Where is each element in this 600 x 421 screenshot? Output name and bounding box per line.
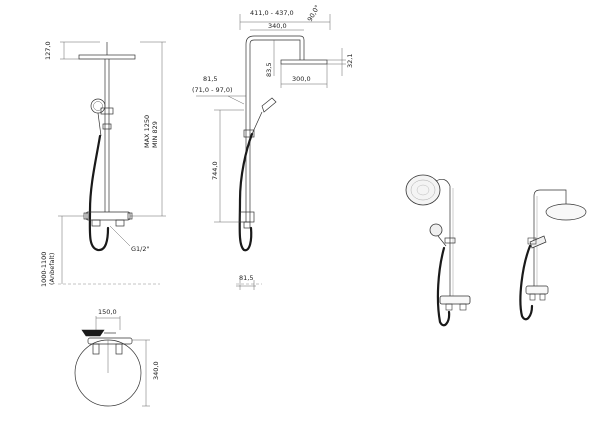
perspective-side-riser [533, 189, 567, 290]
side-holder [243, 129, 255, 138]
dim-offset-range: (71,0 - 97,0) [192, 86, 233, 94]
top-view-mixer [87, 337, 133, 345]
shower-hose [88, 134, 110, 252]
dim-angle: 90,0° [306, 4, 322, 23]
slide-bracket [102, 123, 112, 130]
dim-mixer-to-holder: 744,0 [211, 161, 219, 180]
side-hand-shower-head [261, 97, 277, 113]
side-hand-handle [251, 111, 263, 135]
side-mixer [239, 211, 255, 223]
hand-shower-holder [100, 107, 114, 115]
dim-head-diameter: 300,0 [292, 75, 311, 83]
perspective-side-hose [519, 244, 534, 321]
connection-label: G1/2" [131, 245, 150, 253]
side-view: 411,0 - 437,0 340,0 90,0° 32,1 83,5 300,… [192, 4, 354, 290]
top-view: 150,0 340,0 [74, 308, 160, 407]
perspective-hose [436, 246, 451, 327]
dim-bottom-offset: 81,5 [239, 274, 253, 282]
dim-offset: 81,5 [203, 75, 217, 83]
dim-height-top: 127,0 [44, 41, 52, 60]
perspective-riser [435, 179, 451, 300]
dim-max-height: MAX 1250 [143, 115, 151, 148]
perspective-side-hand [529, 235, 547, 249]
thermostatic-mixer [85, 211, 131, 221]
dim-width-top: 150,0 [98, 308, 117, 316]
side-hose [238, 132, 254, 252]
dim-min-height: MIN 829 [151, 121, 159, 148]
dim-depth-top: 340,0 [152, 361, 160, 380]
dim-install-height: 1000-1100 [40, 252, 48, 287]
front-view: G1/2" 127,0 MAX 1250 MIN 829 1000-1100 (… [40, 41, 166, 287]
perspective-side-head [545, 203, 587, 221]
hand-shower-handle [97, 112, 102, 137]
dim-head-drop: 32,1 [346, 54, 354, 68]
perspective-side-mixer [525, 285, 549, 295]
perspective-shower-head [405, 174, 441, 206]
perspective-side [519, 189, 587, 321]
side-shower-head [280, 59, 328, 65]
shower-arm [245, 35, 305, 60]
perspective-mixer [439, 295, 471, 305]
dim-reach-range: 411,0 - 437,0 [250, 9, 294, 17]
dim-reach: 340,0 [268, 22, 287, 30]
perspective-hand-shower [429, 223, 443, 237]
overhead-shower-plate [78, 54, 136, 60]
dim-arm-drop: 83,5 [265, 63, 273, 77]
dim-install-note: (Anbefalt) [48, 253, 56, 285]
hand-shower-head [90, 98, 106, 114]
perspective-front [405, 174, 471, 327]
top-view-hand-shower [81, 329, 105, 337]
